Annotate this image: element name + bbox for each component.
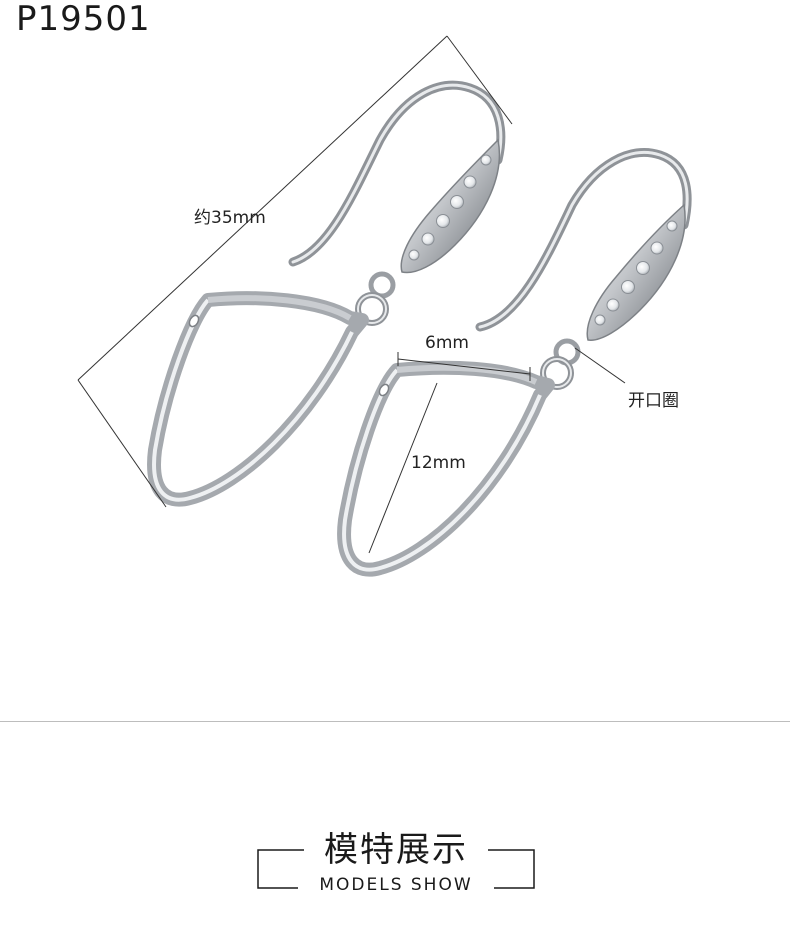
right-earring	[337, 147, 692, 577]
section-divider	[0, 721, 790, 722]
label-open-ring: 开口圈	[628, 391, 679, 411]
label-loop-height: 12mm	[411, 453, 466, 473]
heading-frame	[257, 849, 535, 889]
left-bail-loop	[147, 291, 369, 507]
product-code: P19501	[16, 0, 151, 39]
section-title-cn: 模特展示	[324, 830, 468, 870]
open-ring-leader	[574, 347, 626, 384]
dimension-35mm	[77, 35, 513, 508]
right-gem-row	[594, 220, 678, 326]
label-loop-width: 6mm	[425, 333, 469, 353]
earring-illustration	[77, 35, 692, 577]
dimension-6mm	[397, 352, 531, 381]
left-gem-row	[408, 154, 492, 261]
models-show-heading: 模特展示 MODELS SHOW	[256, 828, 536, 895]
label-overall-length: 约35mm	[194, 208, 266, 228]
section-title-en: MODELS SHOW	[319, 875, 473, 895]
left-earring	[147, 80, 506, 507]
dimension-12mm	[368, 382, 438, 554]
